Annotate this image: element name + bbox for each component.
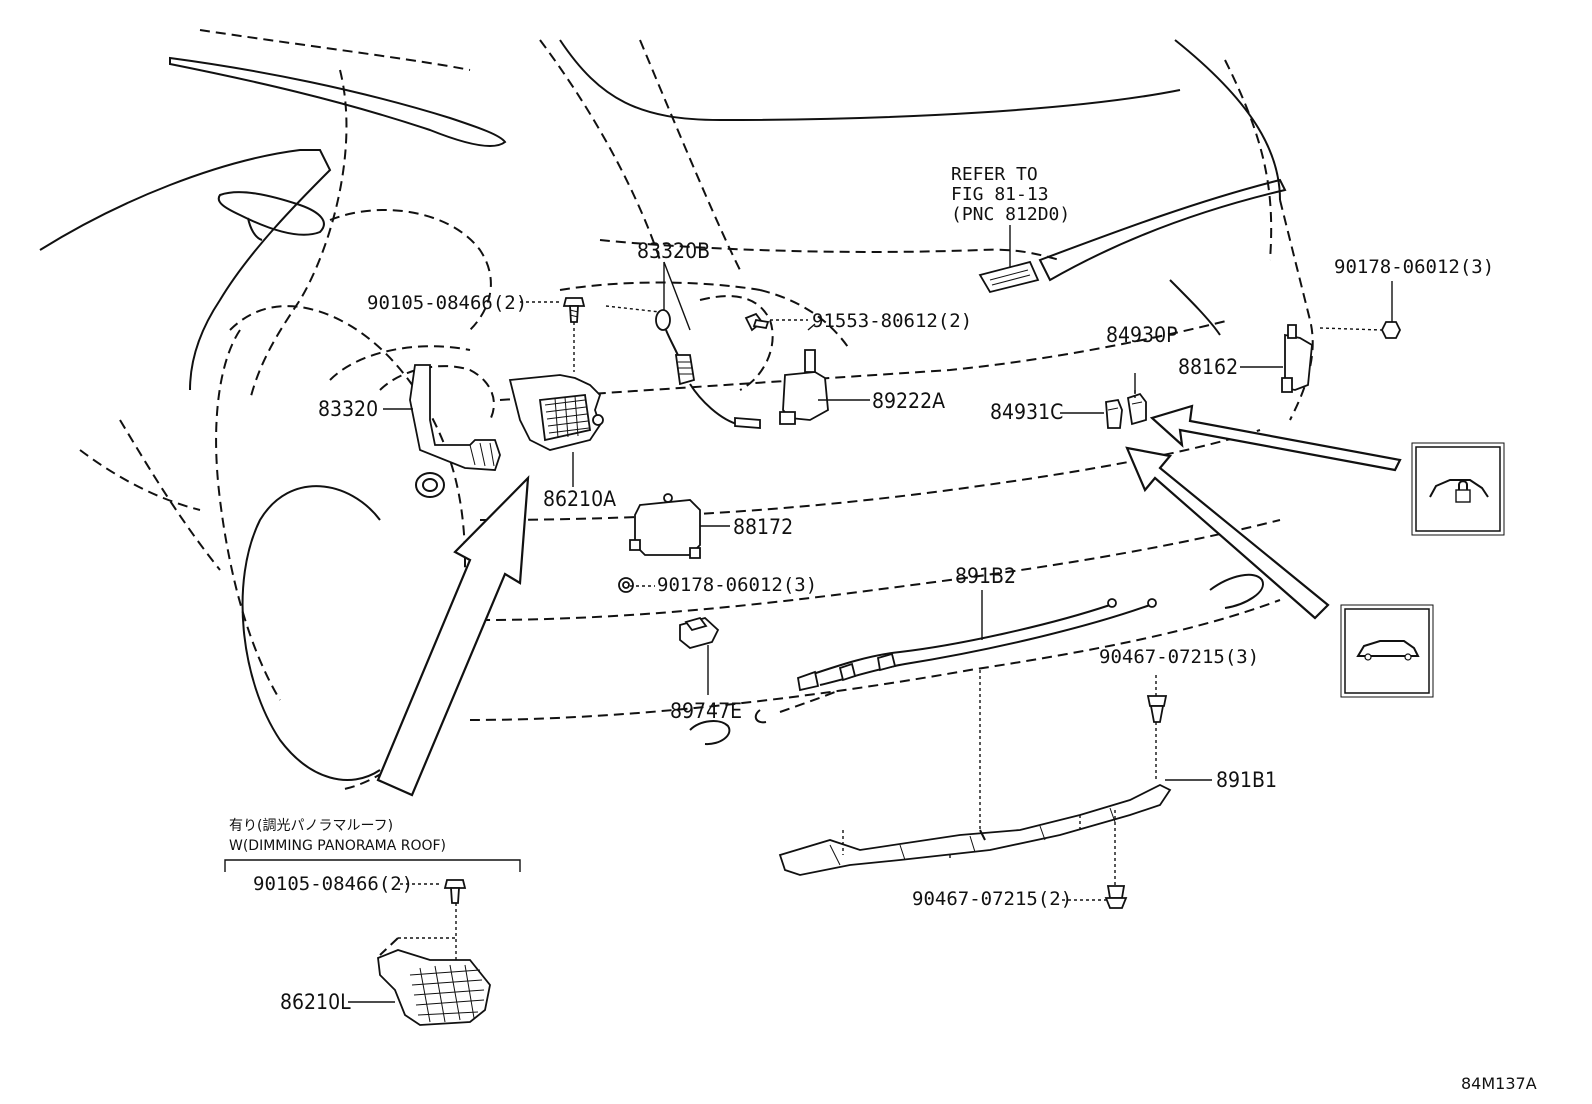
clip-90467-b xyxy=(1104,885,1128,909)
label-90105-a: 90105-08466(2) xyxy=(367,292,527,314)
part-891B2-harness xyxy=(754,598,1157,724)
label-90105-b: 90105-08466(2) xyxy=(253,873,413,895)
part-83320-bracket xyxy=(409,364,501,471)
screw-91553 xyxy=(744,312,770,332)
clip-90467-a xyxy=(1146,695,1168,723)
label-89747E: 89747E xyxy=(670,699,742,723)
option-note-en: W(DIMMING PANORAMA ROOF) xyxy=(229,838,446,854)
label-86210A: 86210A xyxy=(543,487,616,511)
label-89222A: 89222A xyxy=(872,389,945,413)
part-89222A-sensor xyxy=(779,349,829,425)
label-90178-a: 90178-06012(3) xyxy=(1334,256,1494,278)
part-891B1-bracket xyxy=(778,783,1172,876)
refer-note-line3: (PNC 812D0) xyxy=(951,204,1070,225)
label-891B1: 891B1 xyxy=(1216,768,1277,792)
car-side-icon xyxy=(1340,604,1434,698)
part-88172-computer xyxy=(629,493,701,559)
solid-leaders xyxy=(348,225,1393,1003)
label-84930P: 84930P xyxy=(1106,323,1177,347)
option-note-jp: 有り(調光パノラマルーフ) xyxy=(229,818,393,834)
view-arrows xyxy=(376,404,1402,797)
nut-90178-b xyxy=(618,577,634,593)
part-86210A-module xyxy=(508,374,604,451)
screw-90105-a xyxy=(562,297,586,323)
nut-90178-a xyxy=(1380,321,1402,339)
label-91553: 91553-80612(2) xyxy=(812,310,972,332)
label-88162: 88162 xyxy=(1178,355,1238,379)
label-891B2: 891B2 xyxy=(955,564,1016,588)
label-90467-a: 90467-07215(3) xyxy=(1099,646,1259,668)
refer-note-line2: FIG 81-13 xyxy=(951,184,1049,205)
refer-note-line1: REFER TO xyxy=(951,164,1038,185)
part-84930P-switch xyxy=(1126,392,1147,426)
label-84931C: 84931C xyxy=(990,400,1063,424)
part-88162-bracket xyxy=(1281,324,1313,393)
label-90467-b: 90467-07215(2) xyxy=(912,888,1072,910)
part-83320B-cable xyxy=(655,309,761,429)
label-83320: 83320 xyxy=(318,397,378,421)
diagram-id: 84M137A xyxy=(1461,1074,1537,1093)
label-83320B: 83320B xyxy=(637,239,710,263)
car-lock-icon xyxy=(1411,442,1505,536)
leader-lines xyxy=(398,301,1383,960)
vehicle-outline xyxy=(39,29,1314,791)
label-88172: 88172 xyxy=(733,515,793,539)
part-garnish-lamp xyxy=(978,260,1040,294)
labels: REFER TO FIG 81-13 (PNC 812D0) 83320B 90… xyxy=(229,164,1537,1093)
label-90178-b: 90178-06012(3) xyxy=(657,574,817,596)
part-89747E-sensor xyxy=(679,616,720,649)
part-84931C-switch xyxy=(1105,398,1123,429)
label-86210L: 86210L xyxy=(280,990,351,1014)
inset-option xyxy=(224,859,521,1026)
